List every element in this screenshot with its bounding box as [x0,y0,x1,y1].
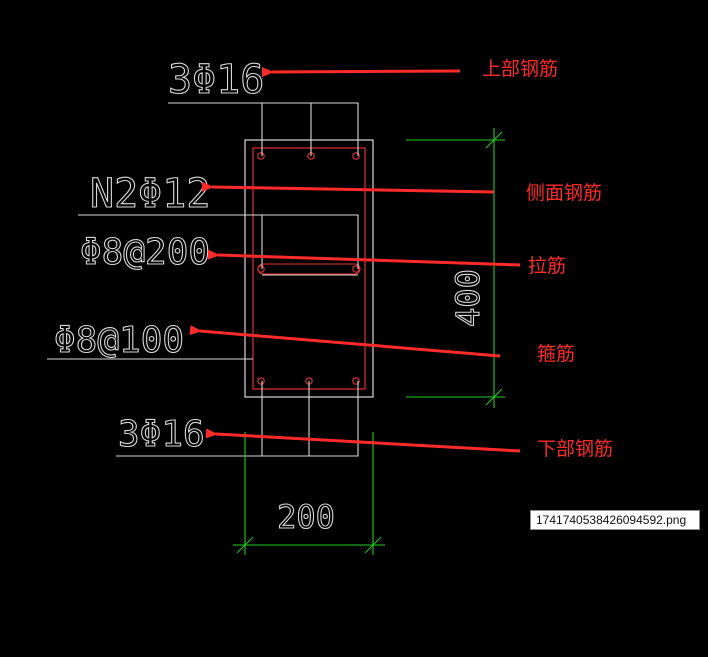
rebar-dot [257,152,265,160]
rebar-dot [352,265,360,273]
label-tie-bars: Φ8@200 [80,232,210,273]
arrow-tie-bars [207,249,521,267]
arrow-top-bars [261,67,461,78]
rebar-dot [352,152,360,160]
dimension-width [233,432,385,555]
label-bottom-bars: 3Φ16 [118,414,205,455]
arrow-side-bars [201,181,495,194]
annotation-bottom-bars: 下部钢筋 [537,438,613,460]
annotation-stirrups: 箍筋 [537,343,575,365]
stirrup [252,147,366,390]
annotation-arrows [189,67,521,453]
tie-bar [257,263,361,275]
leader-lines [47,102,359,457]
rebar-dot [257,265,265,273]
label-side-bars: N2Φ12 [90,171,210,217]
dimension-width-label: 200 [277,498,335,536]
side-rebar-group [257,265,360,273]
annotation-side-bars: 侧面钢筋 [526,182,602,204]
annotation-tie-bars: 拉筋 [528,255,566,277]
label-top-bars: 3Φ16 [168,57,264,103]
dimension-height [406,128,505,408]
top-rebar-group [257,152,360,160]
rebar-dot [352,377,360,385]
file-name-tag: 1741740538426094592.png [530,510,700,530]
dimension-height-label: 400 [449,269,487,327]
label-stirrups: Φ8@100 [54,320,184,361]
arrow-stirrups [189,325,501,358]
rebar-dot [257,377,265,385]
annotation-top-bars: 上部钢筋 [482,58,558,80]
arrow-bottom-bars [205,428,521,453]
